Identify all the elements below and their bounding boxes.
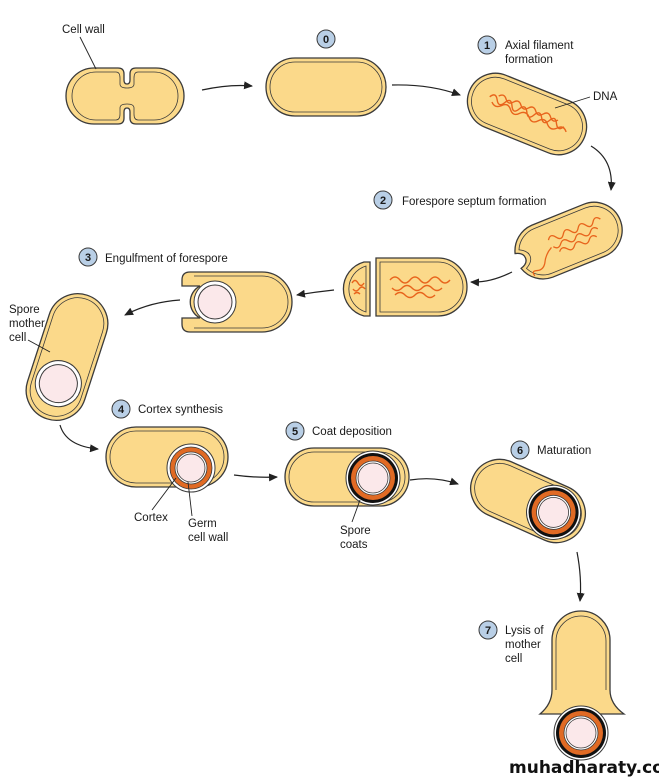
cortex-pointer	[151, 477, 177, 511]
forespore-septum-label: Forespore septum formation	[402, 196, 546, 208]
arrow-0-to-1	[391, 84, 461, 97]
spore-mother-cell-pointer	[27, 339, 51, 353]
dna-filament	[489, 94, 567, 133]
svg-text:2: 2	[380, 195, 386, 207]
svg-text:7: 7	[485, 625, 491, 637]
arrow-1-to-2	[590, 145, 616, 191]
step-3-badge: 3	[78, 247, 98, 267]
cell-wall-pointer	[79, 36, 97, 70]
spore-mother-cell	[25, 293, 109, 421]
axial-filament-label-2: formation	[505, 54, 553, 66]
svg-text:4: 4	[118, 404, 125, 416]
svg-text:3: 3	[85, 252, 91, 264]
spore-coats-label-1: Spore	[340, 525, 371, 537]
arrow-septum-to-3	[296, 289, 335, 298]
arrow-6-to-7	[576, 551, 585, 602]
cell-forespore-septum	[514, 201, 623, 280]
coat-deposition-label: Coat deposition	[312, 426, 392, 438]
step-1-badge: 1	[477, 35, 497, 55]
watermark: muhadharaty.com	[509, 758, 659, 778]
svg-text:5: 5	[292, 426, 298, 438]
lysis-label-3: cell	[505, 653, 522, 665]
cell-maturation	[470, 458, 586, 544]
cell-coat-deposition	[284, 447, 410, 507]
dna-pointer	[554, 96, 591, 109]
step-4-badge: 4	[111, 399, 131, 419]
step-2-badge: 2	[373, 190, 393, 210]
spore-coats-pointer	[351, 499, 361, 523]
cell-axial-filament	[466, 72, 588, 156]
step-5-badge: 5	[285, 421, 305, 441]
step-6-badge: 6	[510, 440, 530, 460]
spore-mother-cell-label-1: Spore	[9, 304, 40, 316]
germ-cell-wall-label-1: Germ	[188, 518, 217, 530]
arrow-3-to-mother	[124, 299, 181, 316]
cell-engulfment	[181, 271, 293, 333]
cell-lysis	[538, 610, 627, 761]
arrow-mother-to-4	[59, 424, 99, 453]
lysis-label-2: mother	[505, 639, 541, 651]
germ-cell-wall-pointer	[187, 481, 193, 517]
axial-filament-label-1: Axial filament	[505, 40, 574, 52]
cell-septum-formed	[342, 257, 468, 317]
spore-coats-label-2: coats	[340, 539, 368, 551]
step-0-badge: 0	[316, 29, 336, 49]
arrow-divide-to-0	[201, 81, 253, 91]
spore-mother-cell-label-3: cell	[9, 332, 26, 344]
vegetative-cell	[265, 57, 387, 117]
dividing-cell	[65, 67, 185, 125]
arrow-4-to-5	[233, 473, 278, 482]
arrow-2-to-septum	[470, 271, 513, 287]
arrow-5-to-6	[409, 477, 459, 486]
svg-text:1: 1	[484, 40, 490, 52]
step-7-badge: 7	[478, 620, 498, 640]
svg-text:6: 6	[517, 445, 523, 457]
cell-cortex-synthesis	[105, 426, 229, 493]
dna-label: DNA	[593, 91, 618, 103]
engulfment-label: Engulfment of forespore	[105, 253, 228, 265]
cell-wall-label: Cell wall	[62, 24, 105, 36]
svg-text:0: 0	[323, 34, 329, 46]
cortex-label: Cortex	[134, 512, 168, 524]
cortex-synthesis-label: Cortex synthesis	[138, 404, 223, 416]
germ-cell-wall-label-2: cell wall	[188, 532, 228, 544]
spore-mother-cell-label-2: mother	[9, 318, 45, 330]
lysis-label-1: Lysis of	[505, 625, 544, 637]
maturation-label: Maturation	[537, 445, 591, 457]
